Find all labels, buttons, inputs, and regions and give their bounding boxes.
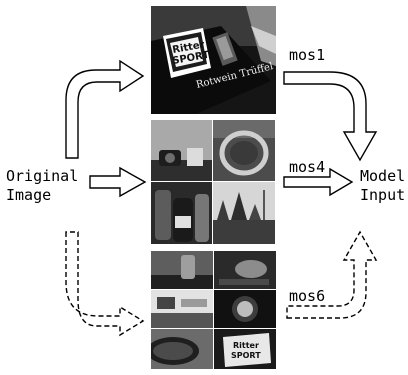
mos4-mosaic-photo bbox=[151, 120, 275, 244]
mos1-chocolate-photo: Ritter SPORT Rotwein Trüffel bbox=[151, 6, 276, 114]
arrow-original-to-mos1 bbox=[65, 59, 145, 159]
original-image-label-line2: Image bbox=[6, 186, 52, 204]
mos6-label: mos6 bbox=[289, 287, 326, 305]
model-input-label-line1: Model bbox=[360, 167, 406, 185]
mos6-wrapper-brand-line2: SPORT bbox=[231, 351, 261, 360]
mos1-label: mos1 bbox=[289, 46, 326, 64]
mos6-mosaic: Ritter SPORT bbox=[151, 251, 276, 369]
mos1-image: Ritter SPORT Rotwein Trüffel bbox=[151, 6, 276, 114]
arrow-original-to-mos4 bbox=[89, 166, 147, 198]
arrow-mos6-to-model bbox=[286, 230, 378, 319]
mos6-mosaic-photo: Ritter SPORT bbox=[151, 251, 276, 369]
mos4-label: mos4 bbox=[289, 158, 326, 176]
arrow-original-to-mos6 bbox=[65, 231, 145, 337]
arrow-mos1-to-model bbox=[283, 71, 378, 162]
mos4-mosaic bbox=[151, 120, 275, 244]
model-input-label-line2: Input bbox=[360, 186, 406, 204]
mos6-wrapper-brand-line1: Ritter bbox=[233, 341, 259, 350]
original-image-label-line1: Original bbox=[6, 167, 79, 185]
arrow-mos4-to-model bbox=[283, 167, 354, 197]
